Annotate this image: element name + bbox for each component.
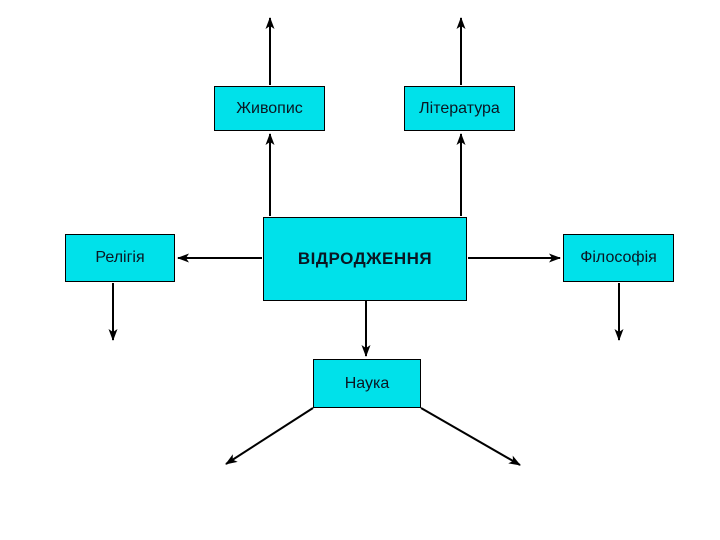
node-filosofiia[interactable]: Філософія — [563, 234, 674, 282]
node-nauka-label: Наука — [344, 374, 390, 392]
node-nauka[interactable]: Наука — [313, 359, 421, 408]
arrow-nauka-outward-right — [420, 407, 521, 466]
node-filosofiia-label: Філософія — [580, 249, 657, 266]
node-vidrodzhennia[interactable]: ВІДРОДЖЕННЯ — [263, 217, 467, 301]
node-relihiia-label: Релігія — [95, 249, 145, 266]
node-zhyvopys-label: Живопис — [236, 99, 303, 117]
node-literatura-label: Література — [419, 99, 500, 117]
node-zhyvopys[interactable]: Живопис — [214, 86, 325, 131]
node-vidrodzhennia-label: ВІДРОДЖЕННЯ — [297, 249, 433, 268]
node-literatura[interactable]: Література — [404, 86, 515, 131]
arrow-nauka-outward-left — [225, 407, 314, 465]
node-relihiia[interactable]: Релігія — [65, 234, 175, 282]
